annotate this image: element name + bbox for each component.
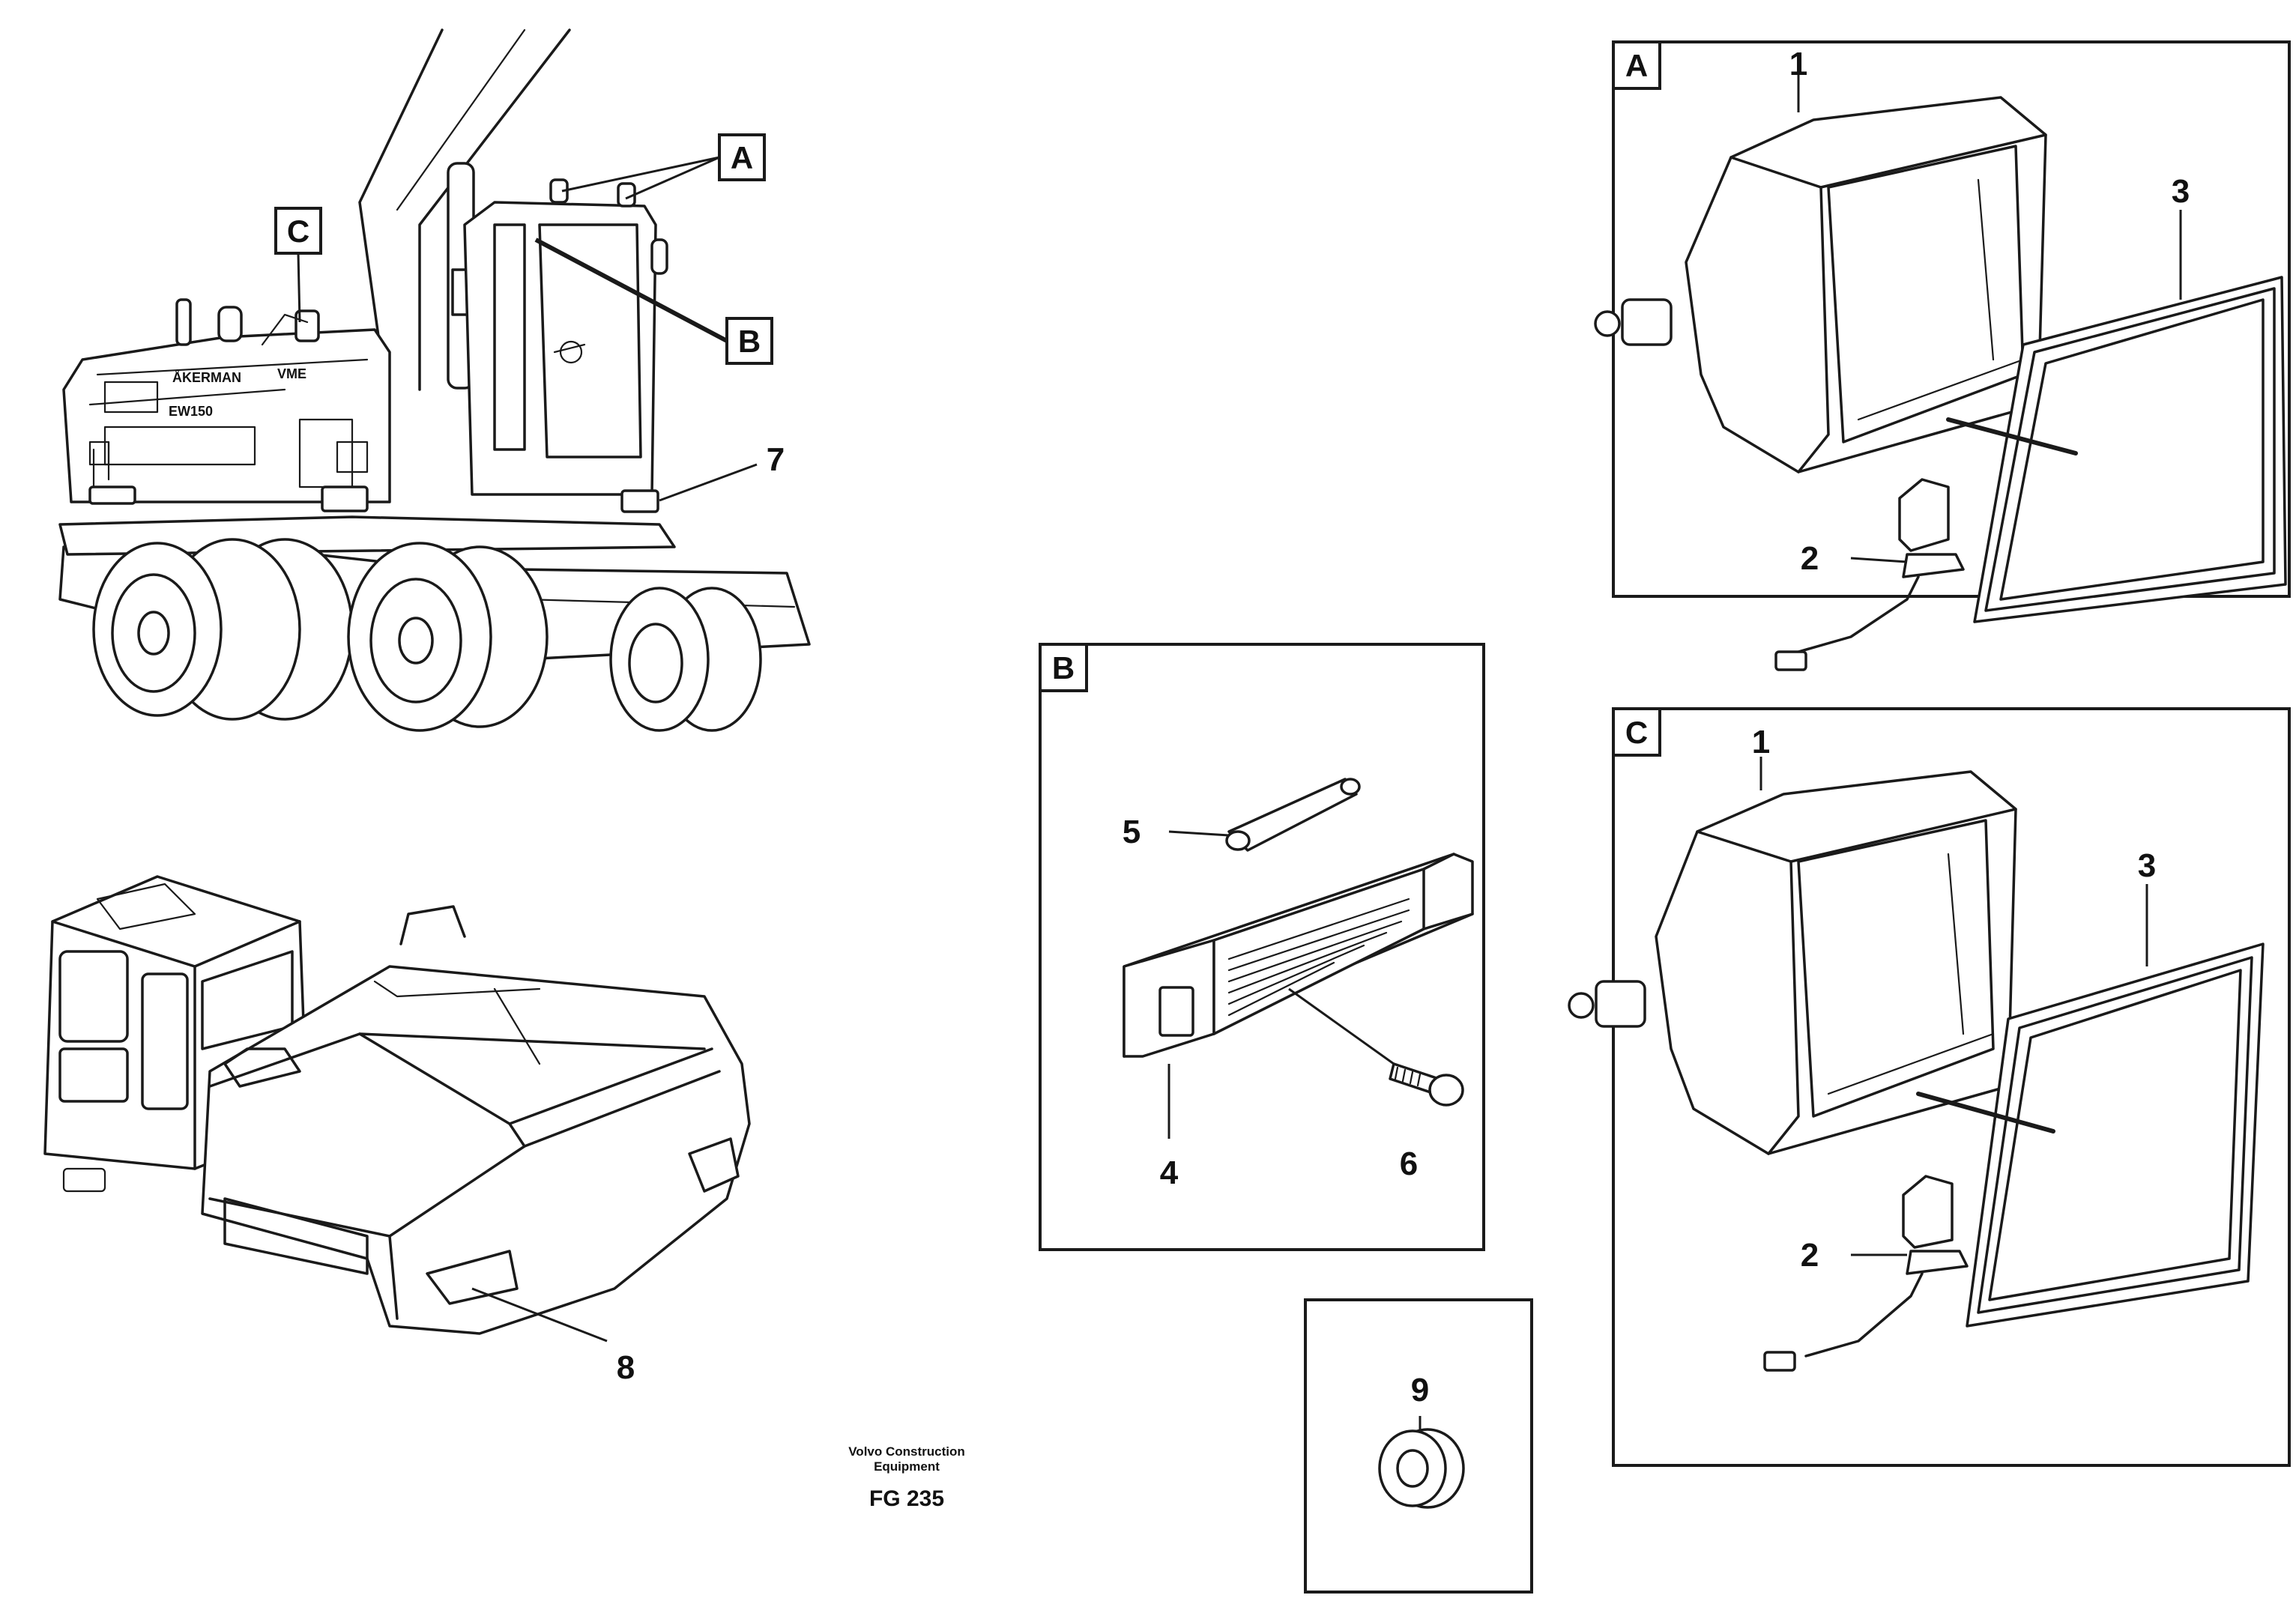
interior-lamp: [1123, 853, 1474, 1058]
callout-2a-label: 2: [1801, 540, 1819, 577]
detail-c-tag: C: [1625, 715, 1648, 750]
lamp-frame-a: [1973, 276, 2287, 623]
detail-9-panel: 9: [1304, 1298, 1533, 1594]
callout-a-excavator: A: [561, 133, 766, 200]
work-lamp-c: [1568, 770, 2017, 1155]
screw: [1389, 1062, 1464, 1107]
callout-b-excavator: B: [534, 237, 773, 365]
callout-9-label: 9: [1411, 1372, 1429, 1408]
callout-c-excavator: C: [274, 207, 322, 323]
callout-5-label: 5: [1123, 814, 1141, 850]
detail-a-panel: A 1 3 2: [1594, 40, 2291, 671]
callout-1a-label: 1: [1789, 46, 1807, 82]
brand-marking: ÅKERMAN: [172, 370, 241, 385]
figure-code: FG 235: [869, 1486, 944, 1511]
callout-7-label: 7: [767, 441, 785, 478]
detail-c-panel: C 1 3 2: [1568, 707, 2291, 1467]
callout-3a-label: 3: [2172, 173, 2190, 210]
footer-company-line2: Equipment: [874, 1459, 940, 1474]
callout-4-label: 4: [1160, 1154, 1179, 1191]
detail-b-tag: B: [1052, 650, 1075, 686]
wheeled-excavator-illustration: ÅKERMAN EW150 VME: [58, 28, 811, 732]
callout-8: 8: [471, 1287, 635, 1386]
rubber-grommet: [1378, 1428, 1465, 1509]
work-lamp-a: [1594, 96, 2047, 473]
footer-company-line1: Volvo Construction: [848, 1444, 965, 1459]
callout-1c-label: 1: [1752, 724, 1770, 760]
callout-6-label: 6: [1400, 1146, 1418, 1182]
model-marking: EW150: [169, 404, 213, 419]
callout-2c-label: 2: [1801, 1237, 1819, 1274]
tracked-excavator-rear-illustration: [43, 875, 751, 1335]
callout-3c-label: 3: [2138, 847, 2156, 884]
logo-marking: VME: [277, 366, 306, 381]
callout-7: 7: [659, 441, 785, 502]
bulb-a: [1774, 478, 1965, 671]
footer-block: Volvo Construction Equipment FG 235: [848, 1444, 965, 1511]
callout-8-label: 8: [617, 1349, 635, 1386]
bulb-c: [1763, 1175, 1969, 1372]
detail-b-panel: B 5 4 6: [1039, 643, 1485, 1251]
callout-c-label: C: [287, 214, 309, 249]
callout-a-label: A: [731, 140, 753, 175]
detail-a-tag: A: [1625, 48, 1648, 83]
lamp-frame-c: [1966, 942, 2265, 1328]
callout-b-label: B: [738, 324, 761, 359]
